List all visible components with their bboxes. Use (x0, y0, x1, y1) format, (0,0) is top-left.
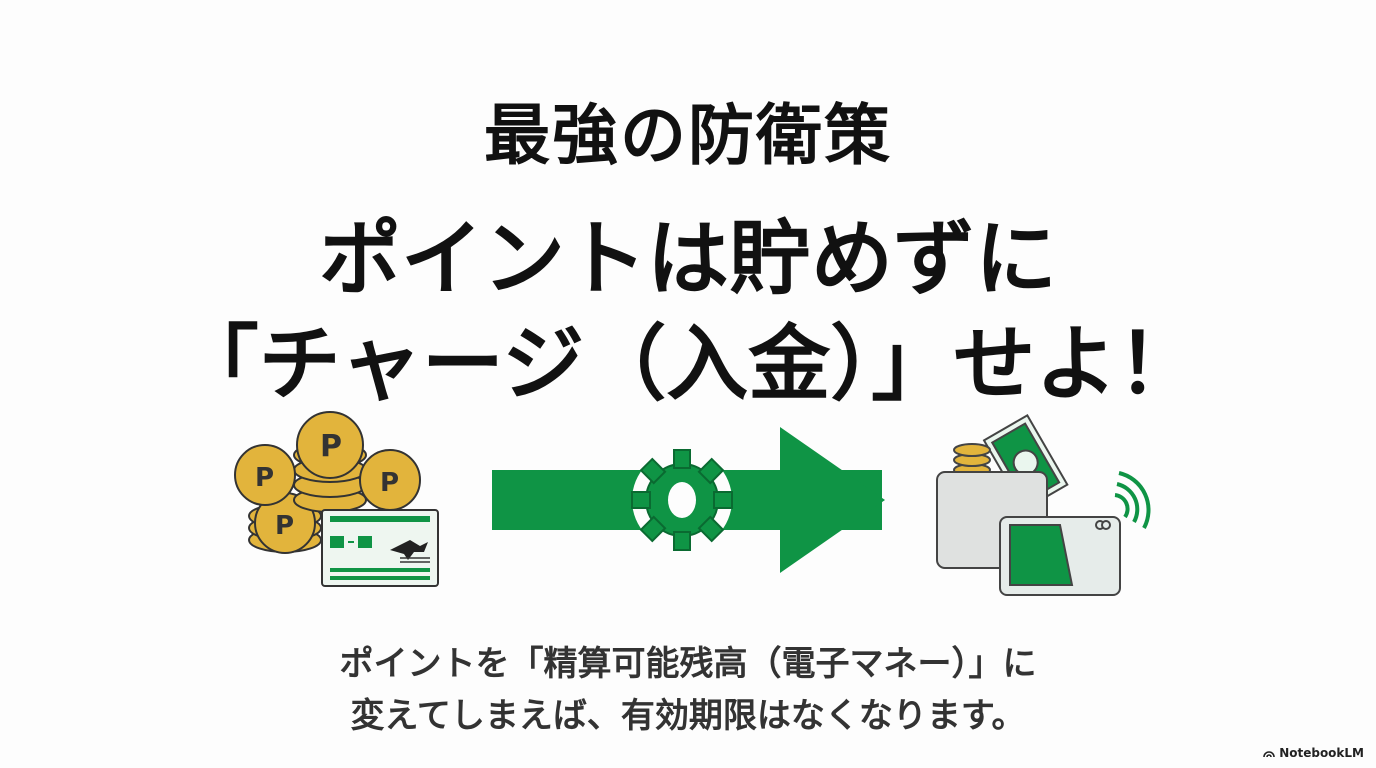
notebooklm-logo-icon (1263, 751, 1275, 758)
logo-text: NotebookLM (1279, 746, 1364, 760)
body-text-line-1: ポイントを「精算可能残高（電子マネー）」に (339, 644, 1037, 684)
illustration: P P P P (234, 411, 1151, 596)
main-message-line-1: ポイントは貯めずに (318, 212, 1057, 307)
svg-text:P: P (275, 511, 294, 541)
svg-text:P: P (320, 429, 342, 464)
notebooklm-logo: NotebookLM (1263, 746, 1364, 760)
svg-text:P: P (380, 468, 399, 498)
main-message-line-2: 「チャージ（入金）」せよ！ (176, 317, 1200, 412)
wallet-contactless-card-icon (936, 413, 1151, 596)
slide-heading: 最強の防衛策 (484, 97, 892, 174)
coins-and-card-icon: P P P P (234, 411, 439, 587)
svg-text:P: P (255, 463, 274, 493)
gear-arrow-icon (492, 427, 885, 573)
body-text-line-2: 変えてしまえば、有効期限はなくなります。 (350, 696, 1026, 736)
